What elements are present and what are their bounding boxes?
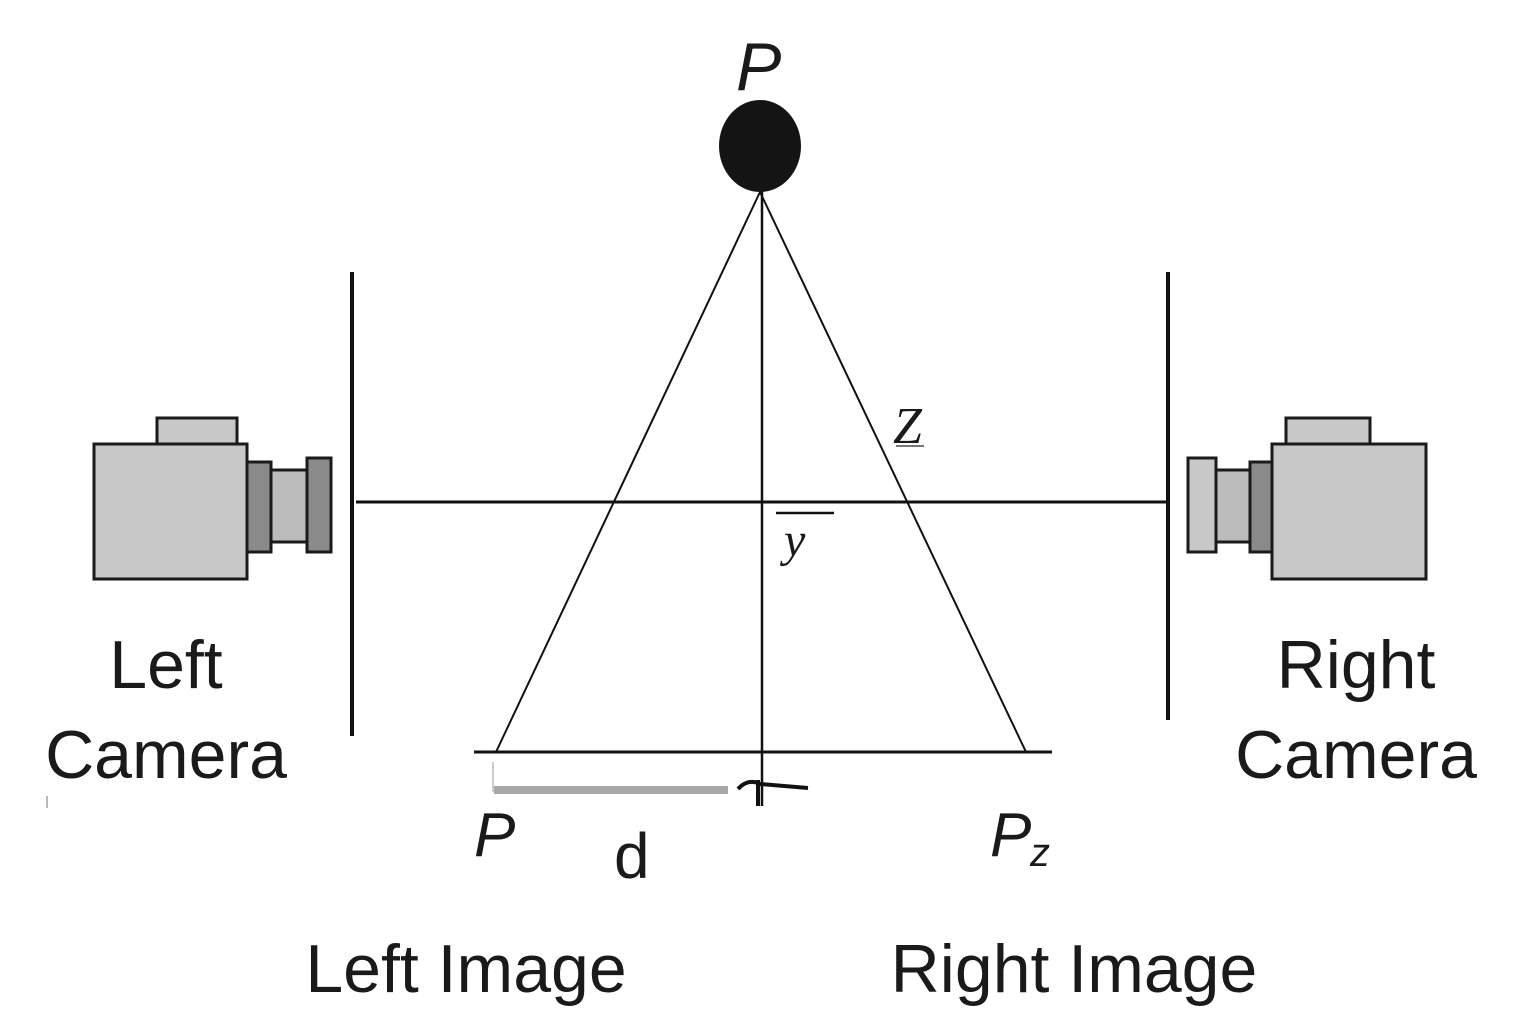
right-camera-icon [1186,416,1428,581]
left-camera-label-line1: Left [109,627,223,703]
point-right-subscript: z [1029,831,1050,875]
right-image-label: Right Image [891,931,1258,1007]
left-camera-icon [92,416,333,581]
right-camera-label-line2: Camera [1235,717,1477,793]
right-camera-label-line1: Right [1277,627,1436,703]
point-p-dot [719,100,801,192]
point-right-label: P [990,801,1031,870]
point-p-label: P [736,29,781,105]
point-left-label: P [474,801,515,870]
left-camera-label-line2: Camera [45,717,287,793]
d-label: d [614,820,650,892]
measure-bar-d [494,786,728,794]
ray-right [759,191,1027,753]
left-image-label: Left Image [305,931,626,1007]
ray-left [495,191,761,753]
measure-end-mark [736,779,809,806]
y-label: y [779,514,806,567]
